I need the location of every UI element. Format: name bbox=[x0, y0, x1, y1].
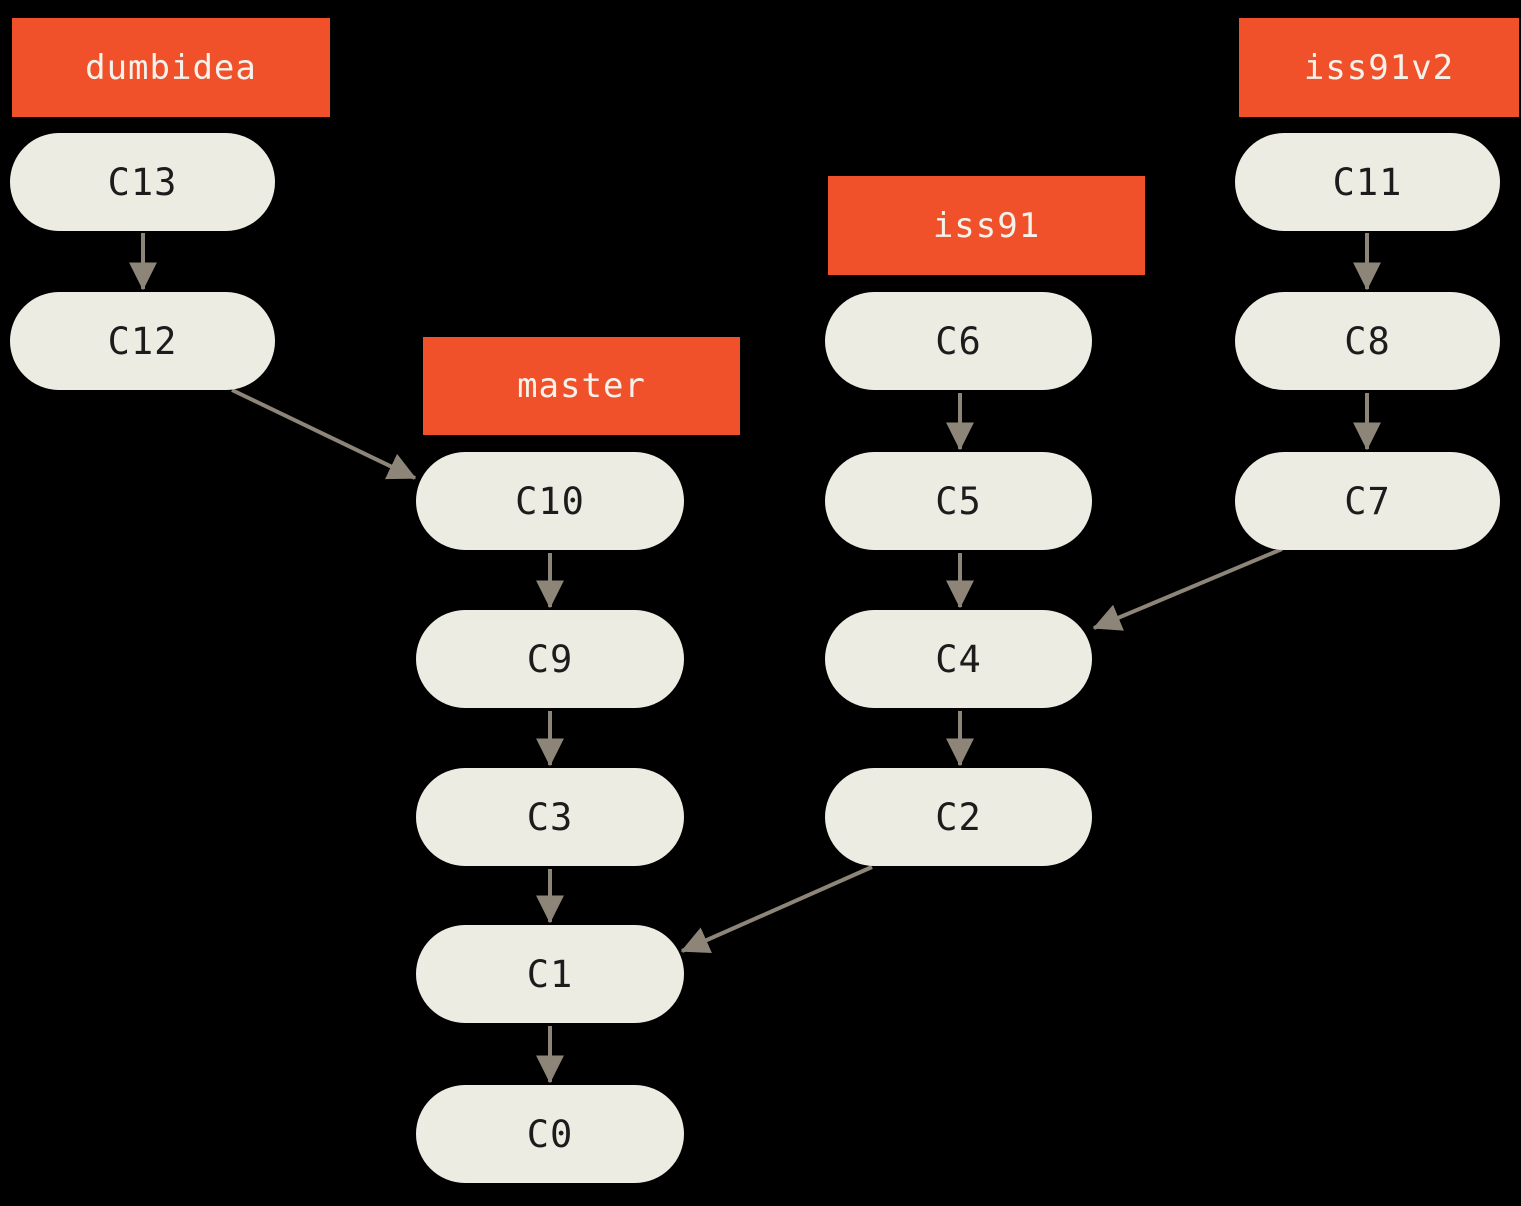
commit-node-c2: C2 bbox=[825, 768, 1092, 866]
branch-label-iss91v2: iss91v2 bbox=[1239, 18, 1519, 117]
commit-node-c4: C4 bbox=[825, 610, 1092, 708]
commit-node-c10: C10 bbox=[416, 452, 684, 550]
commit-node-c13: C13 bbox=[10, 133, 275, 231]
commit-node-c5: C5 bbox=[825, 452, 1092, 550]
commit-node-c0: C0 bbox=[416, 1085, 684, 1183]
branch-label-dumbidea: dumbidea bbox=[12, 18, 330, 117]
commit-node-c6: C6 bbox=[825, 292, 1092, 390]
branch-label-iss91: iss91 bbox=[828, 176, 1145, 275]
commit-node-c1: C1 bbox=[416, 925, 684, 1023]
commit-node-c12: C12 bbox=[10, 292, 275, 390]
branch-label-master: master bbox=[423, 337, 740, 435]
arrow-c7-to-c4 bbox=[1092, 547, 1283, 631]
arrow-c12-to-c10 bbox=[231, 388, 417, 480]
arrow-c2-to-c1 bbox=[680, 865, 873, 954]
commit-node-c3: C3 bbox=[416, 768, 684, 866]
commit-node-c7: C7 bbox=[1235, 452, 1500, 550]
commit-node-c9: C9 bbox=[416, 610, 684, 708]
commit-node-c11: C11 bbox=[1235, 133, 1500, 231]
commit-node-c8: C8 bbox=[1235, 292, 1500, 390]
